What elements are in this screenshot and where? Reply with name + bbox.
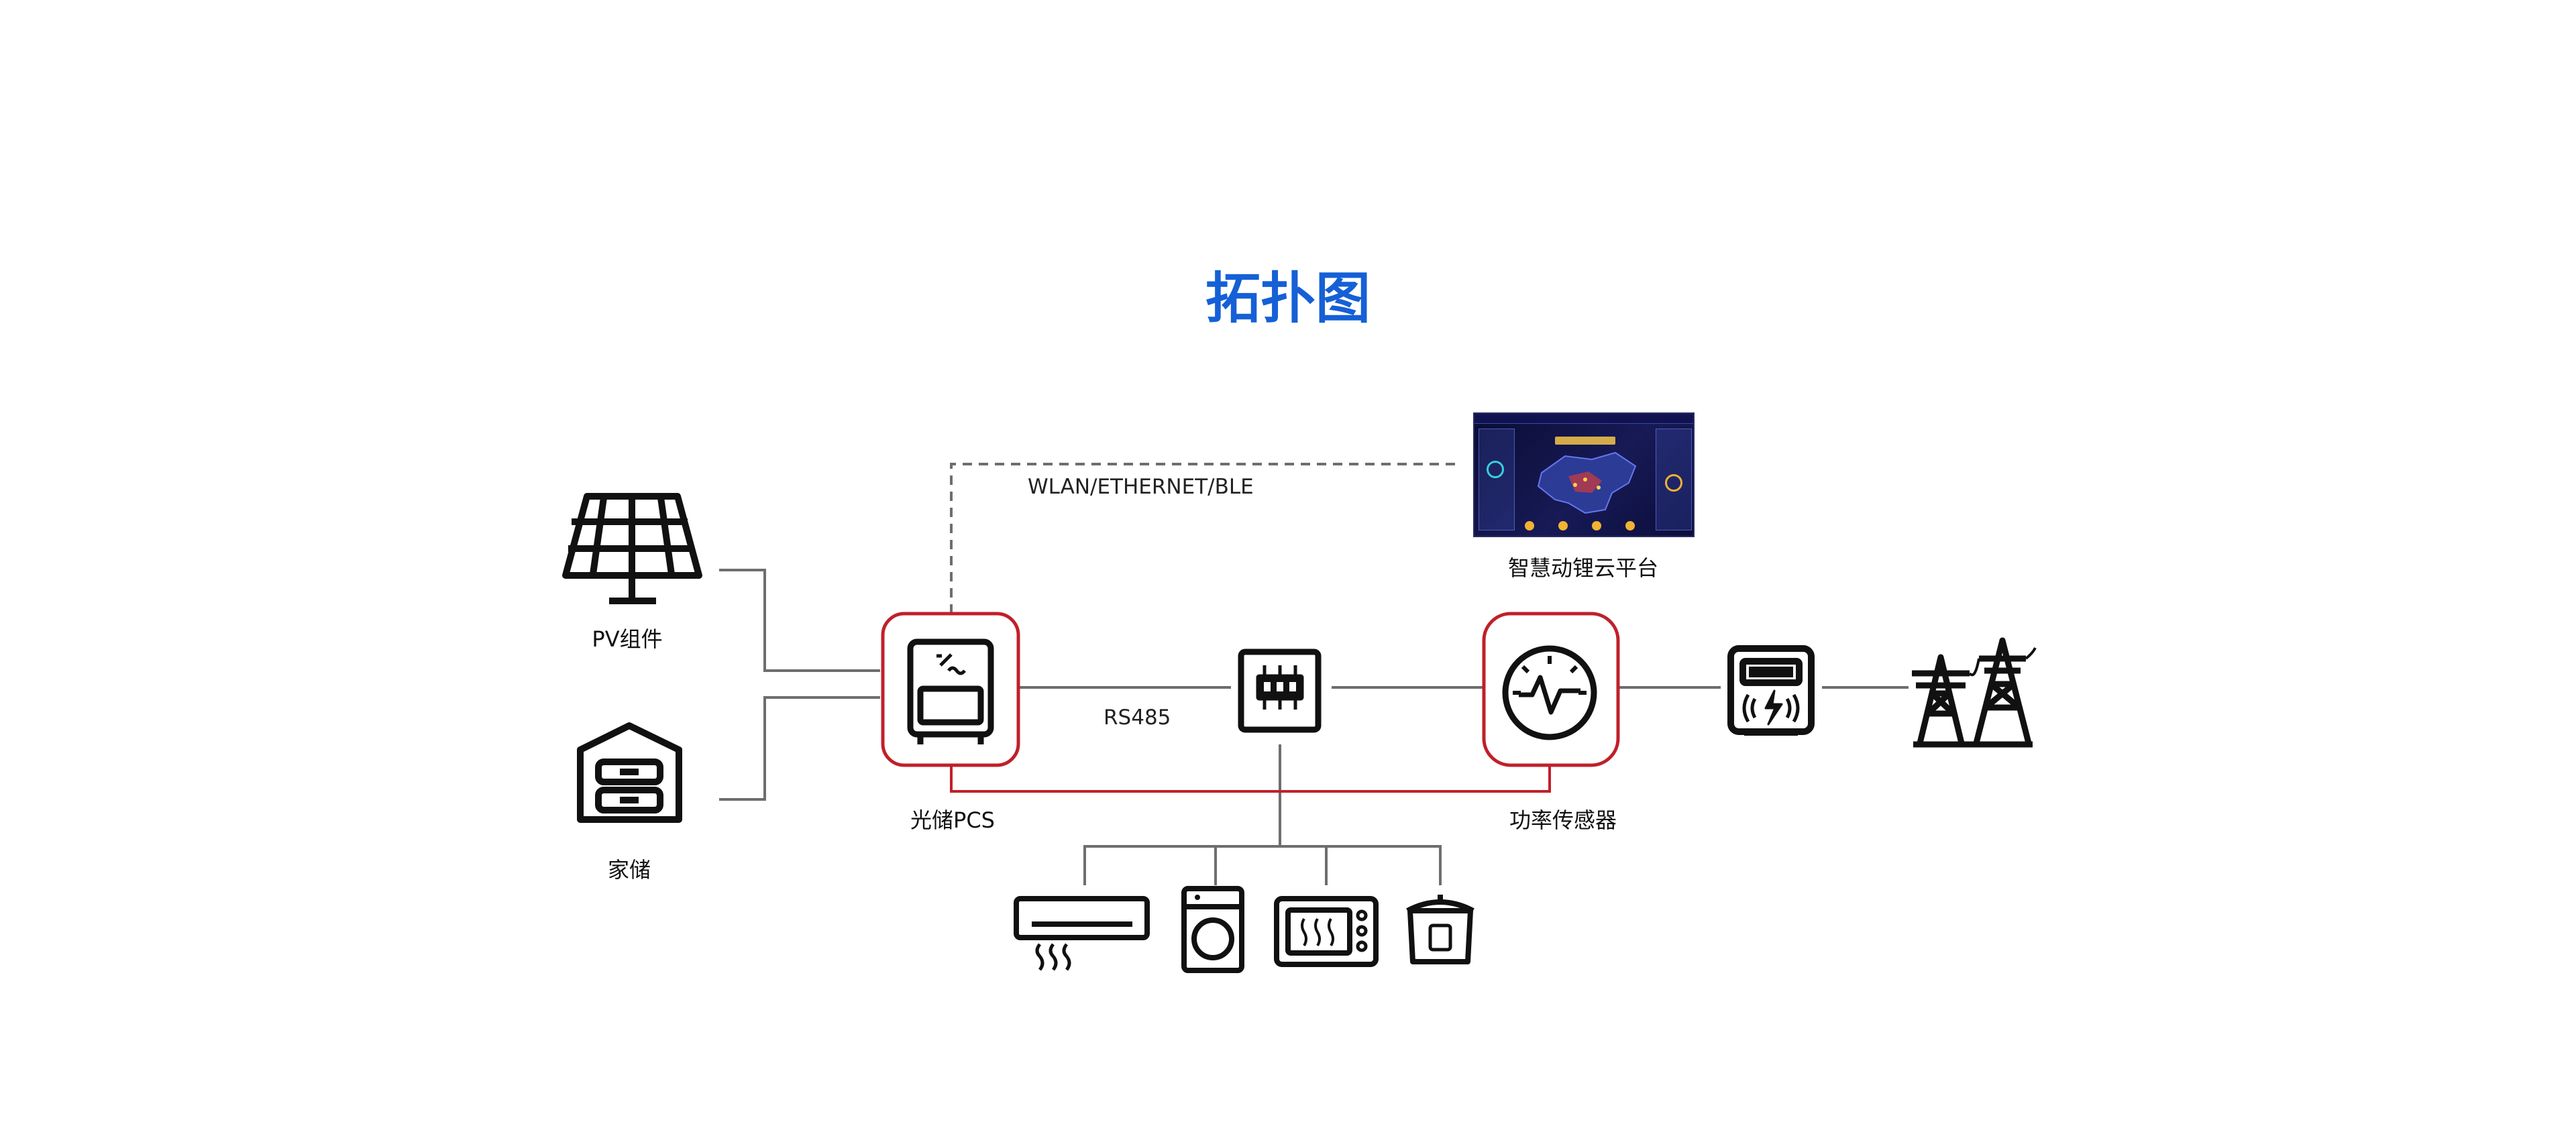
communication-module-icon bbox=[1238, 649, 1322, 733]
dashboard-stat-dot-4 bbox=[1625, 521, 1635, 530]
cloud-dashboard-screenshot bbox=[1473, 412, 1695, 537]
page-title: 拓扑图 bbox=[1205, 267, 1371, 331]
pcs-highlight-frame bbox=[881, 612, 1020, 767]
inverter-icon bbox=[907, 638, 994, 744]
dashboard-stat-dot-3 bbox=[1592, 521, 1601, 530]
dashboard-right-ring bbox=[1665, 474, 1682, 492]
dashboard-stat-dot-2 bbox=[1558, 521, 1568, 530]
washing-machine-icon bbox=[1181, 886, 1244, 973]
pcs-label: 光储PCS bbox=[910, 807, 995, 833]
sensor-label: 功率传感器 bbox=[1509, 807, 1617, 833]
air-conditioner-icon bbox=[1014, 896, 1150, 971]
dashboard-total-counter bbox=[1555, 437, 1615, 445]
power-meter-gauge-icon bbox=[1502, 645, 1597, 740]
dashboard-left-panel bbox=[1479, 429, 1515, 530]
pv-to-pcs-line bbox=[719, 569, 880, 672]
pcs-sensor-control-line bbox=[950, 765, 1551, 793]
transmission-tower-icon bbox=[1912, 637, 2037, 748]
storage-label: 家储 bbox=[607, 857, 651, 883]
dashboard-topbar bbox=[1474, 414, 1693, 424]
storage-to-pcs-line bbox=[719, 696, 880, 801]
network-link-label: WLAN/ETHERNET/BLE bbox=[1028, 475, 1254, 499]
dashboard-left-ring bbox=[1487, 461, 1504, 478]
dashboard-stat-dot-1 bbox=[1525, 521, 1534, 530]
home-battery-icon bbox=[577, 722, 682, 823]
solar-panel-icon bbox=[562, 493, 702, 604]
sensor-highlight-frame bbox=[1482, 612, 1620, 767]
network-link-line bbox=[950, 463, 1456, 614]
appliance-bus-line bbox=[1083, 845, 1442, 885]
cloud-label: 智慧动锂云平台 bbox=[1507, 555, 1659, 581]
bus-link-label: RS485 bbox=[1104, 706, 1171, 730]
wiring bbox=[719, 463, 1909, 885]
smart-meter-icon bbox=[1727, 645, 1815, 736]
pv-label: PV组件 bbox=[592, 626, 663, 652]
rice-cooker-icon bbox=[1406, 895, 1474, 964]
dashboard-map bbox=[1537, 451, 1637, 514]
microwave-oven-icon bbox=[1274, 896, 1379, 967]
